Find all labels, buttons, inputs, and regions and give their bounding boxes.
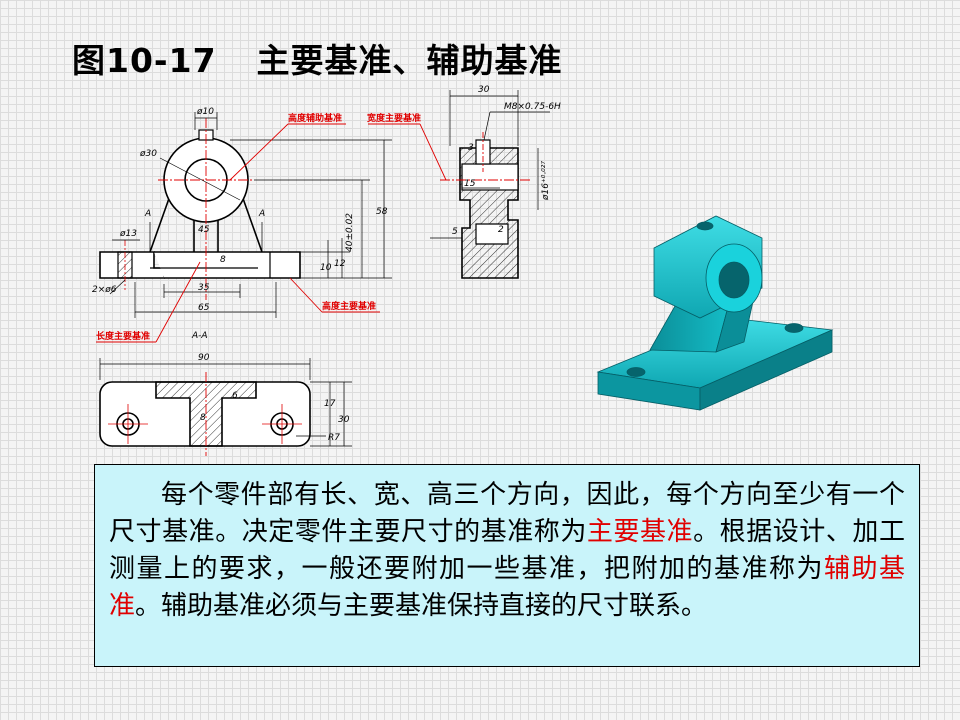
- side-view-dimensions: [430, 90, 550, 239]
- dim-holes: 2×ø6: [92, 285, 117, 295]
- text-part-3: 。辅助基准必须与主要基准保持直接的尺寸联系。: [135, 591, 708, 621]
- dim-45: 45: [198, 225, 210, 235]
- highlight-aux-datum: 辅助基准: [109, 554, 905, 621]
- title-number: 图10-17: [72, 41, 217, 80]
- dim-65: 65: [198, 303, 210, 313]
- dim-8: 8: [220, 255, 226, 265]
- dim-section-8: 8: [200, 413, 206, 423]
- dim-35: 35: [198, 283, 210, 293]
- datum-leaders: [96, 123, 447, 343]
- dim-10: 10: [320, 263, 332, 273]
- dim-2: 2: [498, 225, 504, 235]
- dim-12: 12: [334, 259, 346, 269]
- dim-17: 17: [324, 399, 336, 409]
- label-width-main-datum: 宽度主要基准: [366, 112, 421, 124]
- bearing-bracket-3d-model: [596, 215, 834, 411]
- explanation-text-box: 每个零件部有长、宽、高三个方向，因此，每个方向至少有一个尺寸基准。决定零件主要尺…: [94, 464, 920, 667]
- dim-d13: ø13: [119, 229, 137, 239]
- section-mark-left: A: [144, 209, 151, 219]
- dim-58: 58: [376, 207, 388, 217]
- highlight-main-datum: 主要基准: [586, 517, 694, 547]
- slide-title: 图10-17 主要基准、辅助基准: [72, 34, 563, 82]
- dim-90: 90: [198, 353, 210, 363]
- dim-section-6: 6: [232, 391, 238, 401]
- dim-d16: ø16⁺⁰·⁰²⁷: [541, 161, 551, 201]
- title-text: 主要基准、辅助基准: [256, 41, 563, 80]
- dim-3: 3: [468, 143, 474, 153]
- dim-d10: ø10: [196, 107, 214, 117]
- section-view: [99, 372, 311, 456]
- dim-d30: ø30: [139, 149, 157, 159]
- label-height-aux-datum: 高度辅助基准: [288, 112, 342, 124]
- text-part-2: 。根据设计、加工测量上的要求，一般还要附加一些基准，把附加的基准称为: [109, 517, 905, 584]
- dim-5: 5: [452, 227, 458, 237]
- section-title: A-A: [191, 331, 208, 341]
- dim-15: 15: [464, 179, 476, 189]
- front-view-dimensions: [109, 112, 392, 318]
- front-view: [99, 118, 301, 300]
- dim-top-30: 30: [478, 85, 490, 95]
- text-part-1: 每个零件部有长、宽、高三个方向，因此，每个方向至少有一个尺寸基准。决定零件主要尺…: [109, 480, 905, 547]
- section-mark-right: A: [258, 209, 265, 219]
- label-height-main-datum: 高度主要基准: [322, 300, 376, 312]
- side-view: [440, 132, 530, 279]
- label-length-main-datum: 长度主要基准: [96, 330, 150, 342]
- dim-thread: M8×0.75-6H: [504, 102, 561, 112]
- section-view-dimensions: [99, 358, 352, 447]
- dim-section-30: 30: [338, 415, 350, 425]
- dim-r7: R7: [328, 433, 340, 443]
- dim-40: 40±0.02: [345, 213, 355, 252]
